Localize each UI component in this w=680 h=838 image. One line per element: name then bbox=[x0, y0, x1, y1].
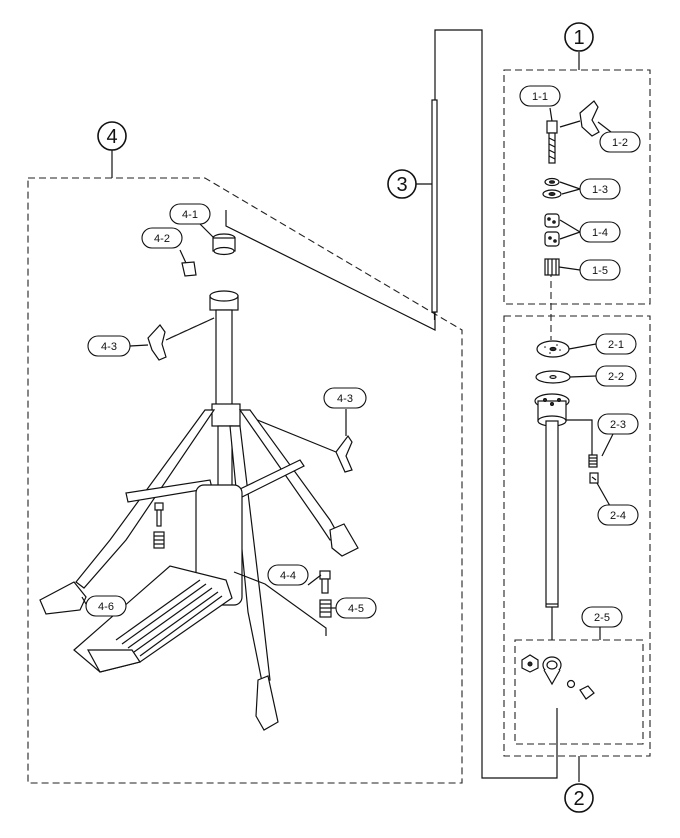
svg-text:1-5: 1-5 bbox=[592, 265, 608, 277]
label-2-2: 2-2 bbox=[595, 365, 637, 387]
svg-text:4-5: 4-5 bbox=[348, 603, 364, 615]
group-2-boundary bbox=[503, 315, 651, 757]
svg-text:2-1: 2-1 bbox=[608, 339, 624, 351]
svg-text:2-5: 2-5 bbox=[594, 612, 610, 624]
label-1-5: 1-5 bbox=[579, 259, 621, 281]
svg-text:1-4: 1-4 bbox=[592, 227, 608, 239]
group-1-boundary bbox=[503, 69, 651, 305]
label-4-1: 4-1 bbox=[169, 203, 211, 225]
label-4-3-left: 4-3 bbox=[87, 335, 131, 357]
svg-text:4-3: 4-3 bbox=[337, 393, 353, 405]
svg-text:2-4: 2-4 bbox=[610, 510, 626, 522]
svg-text:3: 3 bbox=[396, 174, 407, 196]
svg-text:4-2: 4-2 bbox=[154, 233, 170, 245]
svg-text:1-2: 1-2 bbox=[612, 137, 628, 149]
group-4-boundary bbox=[27, 177, 463, 784]
svg-text:2-2: 2-2 bbox=[608, 371, 624, 383]
label-4-6: 4-6 bbox=[85, 595, 127, 617]
label-4-5: 4-5 bbox=[335, 597, 377, 619]
pull-rod bbox=[431, 99, 438, 320]
stand-base-parts bbox=[39, 233, 359, 731]
group-2-5-boundary bbox=[514, 639, 644, 745]
label-leaders bbox=[81, 107, 615, 640]
label-2-5: 2-5 bbox=[581, 606, 623, 628]
label-4-4: 4-4 bbox=[267, 564, 309, 586]
rod-3-bracket-line bbox=[225, 29, 558, 779]
svg-text:2: 2 bbox=[573, 788, 584, 810]
svg-text:1-1: 1-1 bbox=[532, 91, 548, 103]
svg-text:2-3: 2-3 bbox=[610, 419, 626, 431]
label-2-4: 2-4 bbox=[597, 504, 639, 526]
label-4-2: 4-2 bbox=[141, 227, 183, 249]
group-3-number: 3 bbox=[387, 169, 417, 199]
label-1-4: 1-4 bbox=[579, 221, 621, 243]
svg-text:1: 1 bbox=[573, 27, 584, 49]
svg-text:4-6: 4-6 bbox=[98, 601, 114, 613]
label-1-2: 1-2 bbox=[599, 131, 641, 153]
svg-text:1-3: 1-3 bbox=[592, 184, 608, 196]
label-4-3-right: 4-3 bbox=[323, 387, 367, 409]
group-4-number: 4 bbox=[97, 121, 127, 151]
group-2-number: 2 bbox=[564, 783, 594, 813]
svg-text:4: 4 bbox=[106, 126, 117, 148]
label-1-3: 1-3 bbox=[579, 178, 621, 200]
label-1-1: 1-1 bbox=[519, 85, 561, 107]
label-2-1: 2-1 bbox=[595, 333, 637, 355]
svg-text:4-3: 4-3 bbox=[101, 341, 117, 353]
label-2-3: 2-3 bbox=[597, 413, 639, 435]
group-1-number: 1 bbox=[564, 22, 594, 52]
top-tube-parts bbox=[521, 340, 599, 700]
clutch-parts bbox=[542, 100, 600, 276]
svg-text:4-1: 4-1 bbox=[182, 209, 198, 221]
svg-text:4-4: 4-4 bbox=[280, 570, 296, 582]
